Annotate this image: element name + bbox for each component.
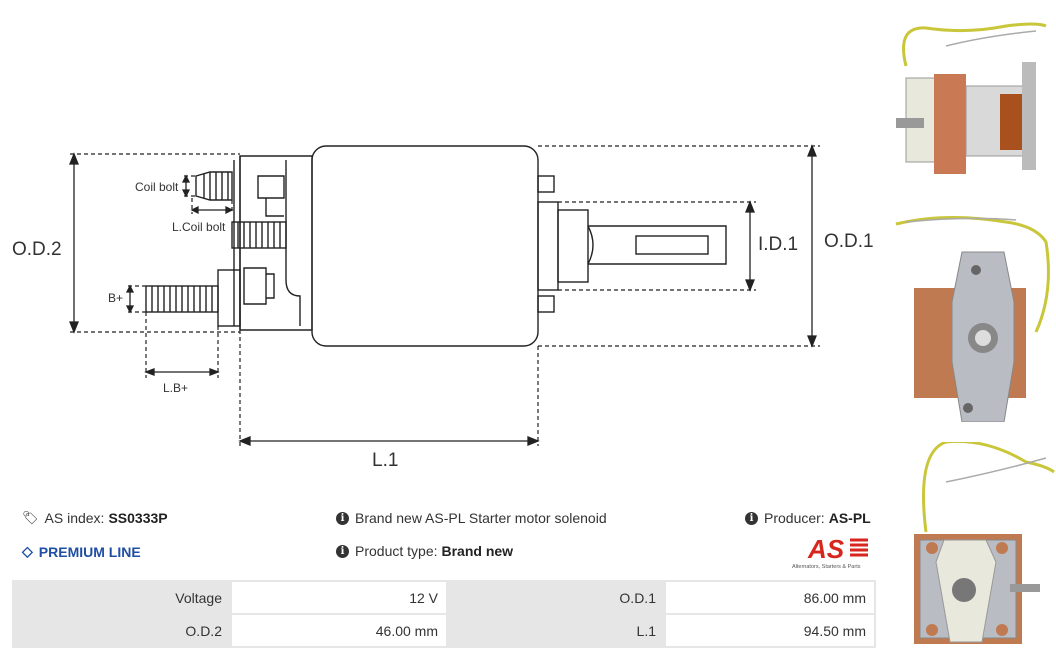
- coil-bolt-thread: [231, 221, 287, 249]
- label-l-coil-bolt: L.Coil bolt: [172, 220, 226, 234]
- label-l1: L.1: [372, 450, 398, 471]
- product-type-value: Brand new: [441, 543, 514, 559]
- label-b-plus: B+: [108, 291, 123, 305]
- spec-key: L.1: [446, 613, 666, 648]
- product-photo-side[interactable]: [886, 6, 1056, 216]
- producer-value[interactable]: AS-PL: [828, 510, 871, 526]
- premium-line-label: PREMIUM LINE: [38, 543, 141, 560]
- label-l-b-plus: L.B+: [163, 381, 188, 395]
- tag-icon: 🏷: [22, 510, 39, 525]
- as-index-value[interactable]: SS0333P: [108, 510, 168, 526]
- product-type-label: Product type:: [355, 543, 438, 559]
- product-photo-front[interactable]: [886, 212, 1056, 422]
- as-pl-logo[interactable]: AS Alternators, Starters & Parts: [792, 534, 882, 570]
- info-icon: i: [336, 511, 349, 525]
- diamond-icon: ◇: [22, 543, 33, 559]
- product-type-row: i Product type: Brand new: [336, 543, 513, 559]
- spec-value: 12 V: [230, 580, 448, 615]
- specs-table: Voltage 12 V O.D.1 86.00 mm O.D.2 46.00 …: [12, 580, 876, 648]
- description-row: i Brand new AS-PL Starter motor solenoid: [336, 510, 607, 526]
- table-row: O.D.2 46.00 mm L.1 94.50 mm: [12, 613, 876, 648]
- info-icon: i: [336, 544, 349, 558]
- label-od2: O.D.2: [12, 239, 62, 260]
- spec-key: O.D.2: [12, 613, 232, 648]
- label-id1: I.D.1: [758, 234, 798, 255]
- premium-line-badge[interactable]: ◇ PREMIUM LINE: [22, 543, 141, 560]
- label-od1: O.D.1: [824, 231, 874, 252]
- product-photos: [886, 0, 1056, 656]
- product-photo-rear[interactable]: [886, 442, 1056, 652]
- spec-key: O.D.1: [446, 580, 666, 615]
- producer-row: i Producer: AS-PL: [745, 510, 871, 526]
- svg-text:AS: AS: [807, 534, 845, 564]
- spec-value: 86.00 mm: [664, 580, 876, 615]
- technical-drawing: Coil bolt L.Coil bolt B+ L.B+ O.D.2 O.D.…: [12, 144, 874, 471]
- label-coil-bolt: Coil bolt: [135, 180, 179, 194]
- producer-label: Producer:: [764, 510, 825, 526]
- as-index-row: 🏷 AS index: SS0333P: [22, 510, 168, 526]
- spec-value: 46.00 mm: [230, 613, 448, 648]
- plunger-slot: [635, 235, 709, 255]
- description-text: Brand new AS-PL Starter motor solenoid: [355, 510, 607, 526]
- coil-bolt: [195, 171, 233, 201]
- as-index-label: AS index:: [44, 510, 105, 526]
- spec-key: Voltage: [12, 580, 232, 615]
- info-icon: i: [745, 511, 758, 525]
- table-row: Voltage 12 V O.D.1 86.00 mm: [12, 580, 876, 615]
- solenoid-body: [311, 145, 539, 347]
- spec-value: 94.50 mm: [664, 613, 876, 648]
- svg-text:Alternators, Starters & Parts: Alternators, Starters & Parts: [792, 564, 861, 570]
